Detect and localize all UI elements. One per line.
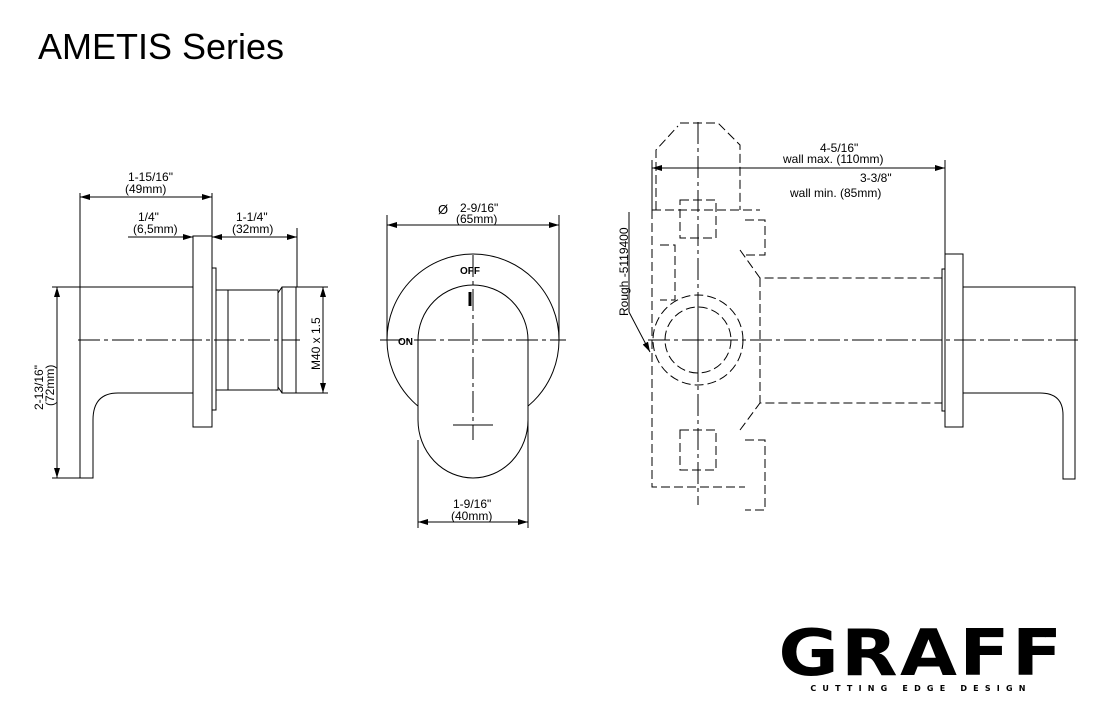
dim-height-in: 2-13/16" [32, 365, 46, 410]
flange [192, 235, 213, 428]
handle-profile [79, 286, 193, 479]
rough-leader [628, 311, 651, 353]
wall-max: wall max. (110mm) [782, 152, 883, 166]
rough-fittings [660, 199, 766, 511]
front-view: OFF ON Ø 2-9/16" (65mm) 1-9/16" (40mm) [380, 201, 566, 528]
dim-diameter-mm: (65mm) [456, 212, 497, 226]
installed-view: 4-5/16" wall max. (110mm) 3-3/8" wall mi… [617, 122, 1082, 511]
dim-overall-mm: (49mm) [125, 182, 166, 196]
rough-part-number: Rough -5119400 [617, 227, 631, 316]
dim-flange-in: 1/4" [138, 210, 159, 224]
thread-spec: M40 x 1.5 [309, 317, 323, 370]
registered-mark: ® [1041, 626, 1050, 640]
page-title: AMETIS Series [38, 26, 285, 67]
dim-handle-mm: (40mm) [451, 509, 492, 523]
logo-tagline: CUTTING EDGE DESIGN [810, 684, 1032, 693]
logo-wordmark: GRAFF [777, 617, 1065, 691]
dim-flange-mm: (6,5mm) [133, 222, 178, 236]
dim-diameter-in: 2-9/16" [460, 201, 498, 215]
rough-body [651, 209, 760, 488]
on-label: ON [398, 337, 413, 348]
wall-min: wall min. (85mm) [789, 186, 881, 200]
side-view: 1-15/16" (49mm) 1/4" (6,5mm) 1-1/4" (32m… [32, 170, 328, 479]
dim-thread-mm: (32mm) [232, 222, 273, 236]
dim-height-mm: (72mm) [43, 365, 57, 406]
rough-top-cap [655, 122, 741, 210]
wall-max-in: 4-5/16" [820, 141, 858, 155]
flange [944, 253, 964, 428]
lever-handle [417, 284, 529, 479]
plate [211, 267, 217, 411]
wall-min-in: 3-3/8" [860, 171, 892, 185]
diameter-symbol: Ø [438, 202, 448, 217]
dim-thread-in: 1-1/4" [236, 210, 268, 224]
off-label: OFF [460, 266, 480, 277]
handle-profile [963, 286, 1076, 480]
dim-handle-in: 1-9/16" [453, 497, 491, 511]
graff-logo: GRAFF ® CUTTING EDGE DESIGN [778, 622, 1062, 693]
dim-overall-in: 1-15/16" [128, 170, 173, 184]
rough-outlet [739, 249, 942, 431]
